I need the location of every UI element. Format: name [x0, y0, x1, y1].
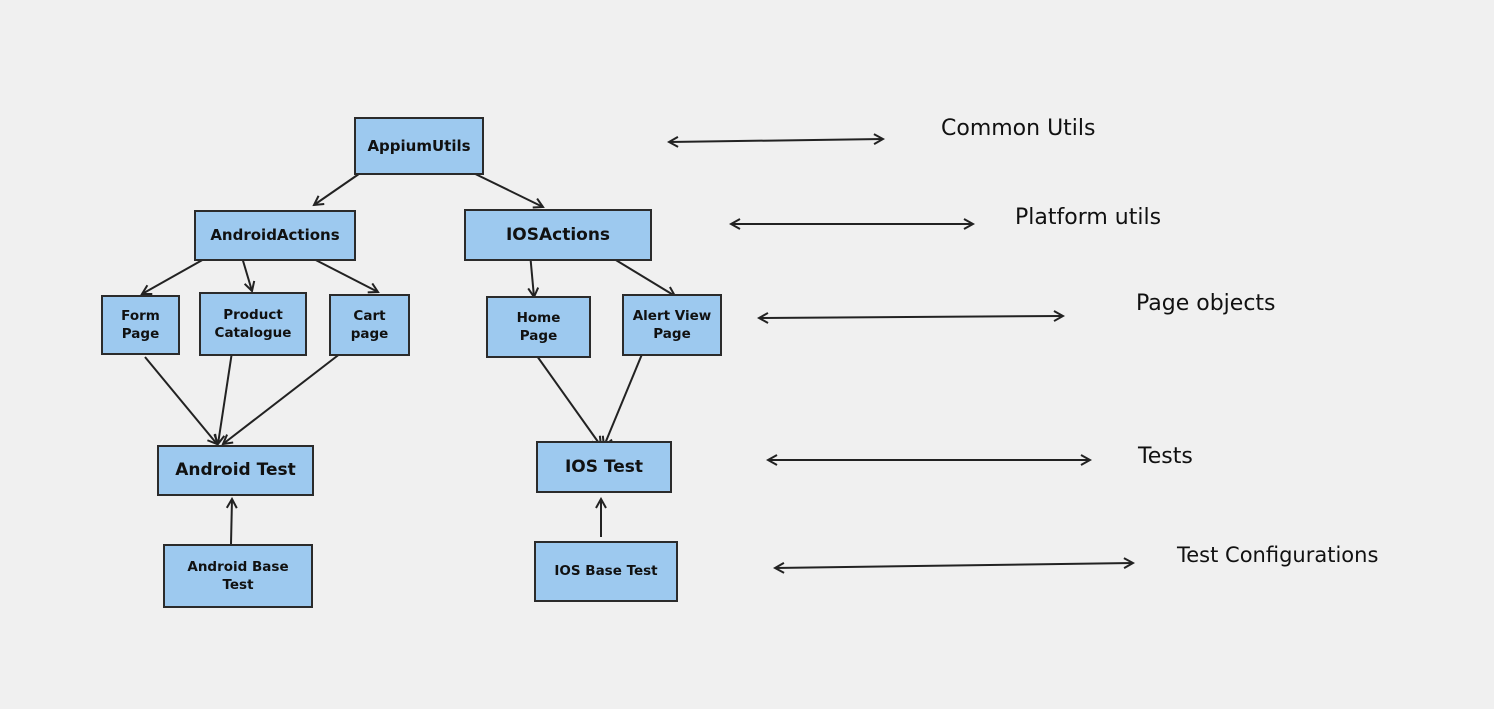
node-ios-test: IOS Test	[536, 441, 672, 493]
layer-arrow-common-utils	[669, 139, 883, 142]
node-home-page: Home Page	[486, 296, 591, 358]
node-android-test: Android Test	[157, 445, 314, 496]
node-ios-base-test: IOS Base Test	[534, 541, 678, 602]
node-android-base-test: Android Base Test	[163, 544, 313, 608]
node-cart-page-label: Cart page	[350, 307, 389, 342]
node-alert-view-page-label: Alert View Page	[632, 307, 712, 342]
node-android-base-test-label: Android Base Test	[187, 558, 289, 593]
node-alert-view-page: Alert View Page	[622, 294, 722, 356]
edge-alert-view-page-to-ios-test	[604, 346, 646, 446]
node-form-page-label: Form Page	[121, 307, 160, 342]
node-home-page-label: Home Page	[516, 309, 561, 344]
layer-label-test-configurations: Test Configurations	[1177, 543, 1379, 567]
layer-label-platform-utils: Platform utils	[1015, 205, 1162, 230]
node-appium-utils: AppiumUtils	[354, 117, 484, 175]
layer-label-common-utils: Common Utils	[941, 116, 1096, 141]
layer-label-page-objects: Page objects	[1136, 291, 1276, 316]
node-cart-page: Cart page	[329, 294, 410, 356]
node-form-page: Form Page	[101, 295, 180, 355]
layer-arrow-test-configurations	[775, 563, 1133, 568]
edge-android-base-to-android-test	[231, 499, 232, 545]
edge-form-page-to-android-test	[144, 356, 217, 444]
node-product-catalogue: Product Catalogue	[199, 292, 307, 356]
node-android-actions: AndroidActions	[194, 210, 356, 261]
edge-product-catalogue-to-android-test	[218, 351, 233, 444]
node-product-catalogue-label: Product Catalogue	[214, 306, 292, 341]
layer-label-tests: Tests	[1138, 444, 1193, 469]
layer-arrow-page-objects	[759, 316, 1063, 318]
node-ios-actions: IOSActions	[464, 209, 652, 261]
edge-home-page-to-ios-test	[531, 348, 601, 446]
edge-cart-page-to-android-test	[223, 352, 342, 444]
